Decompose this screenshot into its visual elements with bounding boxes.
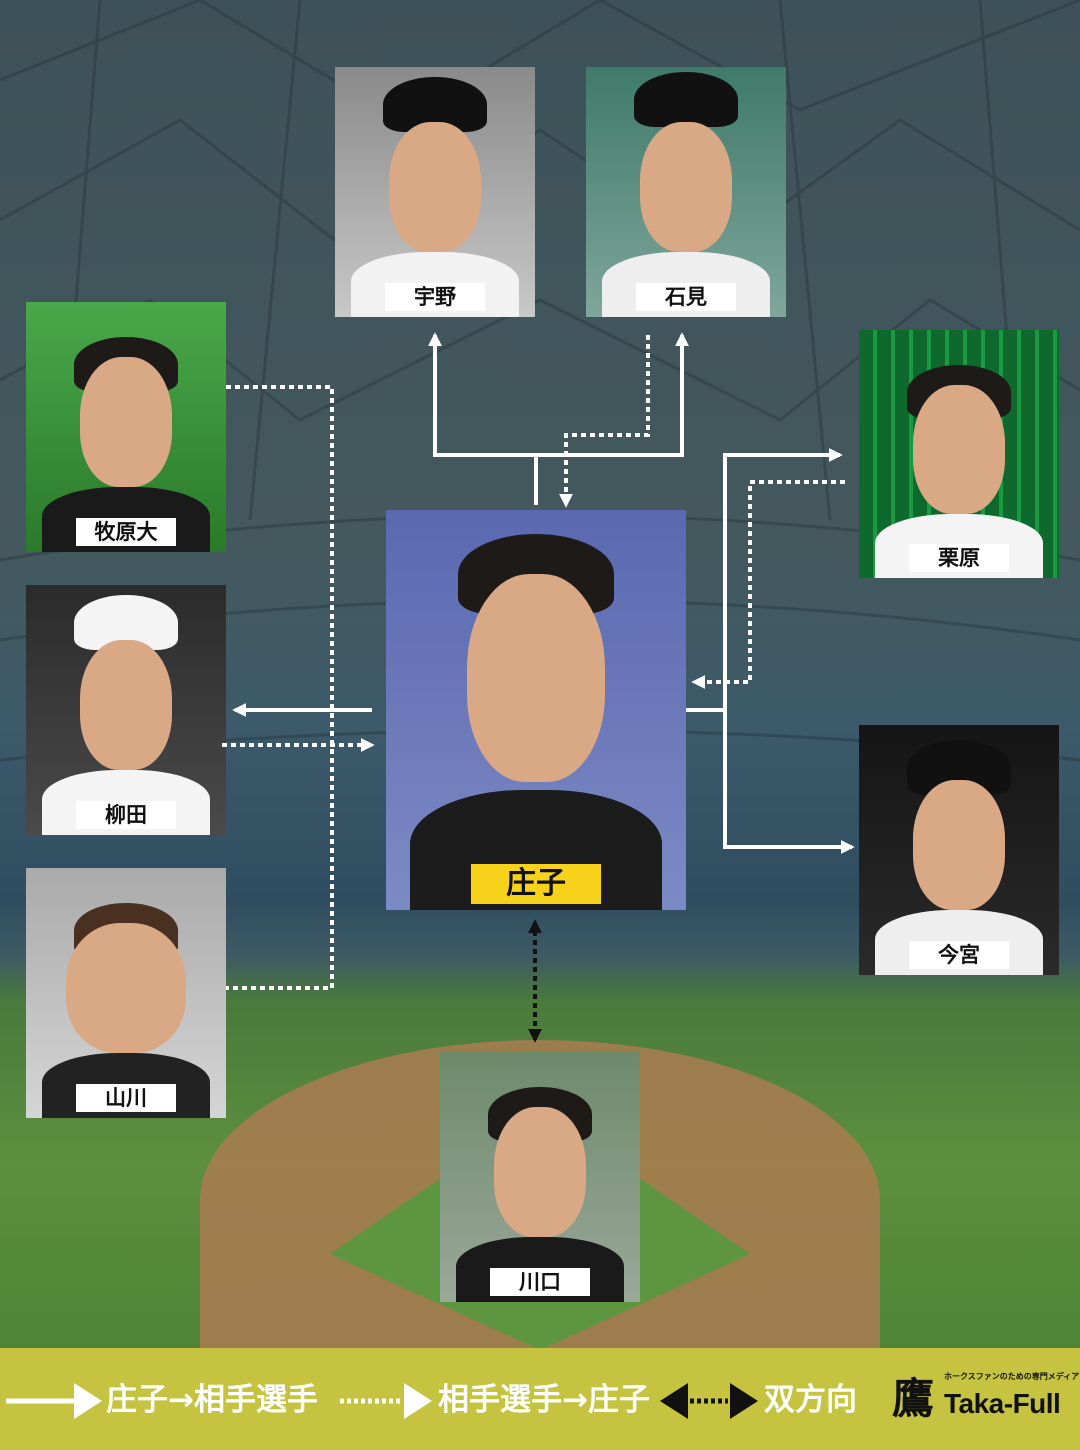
center-player-label: 庄子 (471, 864, 601, 904)
legend-dotted-label: 相手選手→庄子 (438, 1382, 650, 1418)
arrow-shoji-to-imamiya (723, 710, 855, 854)
relationship-arrows (226, 332, 855, 1043)
hawk-logo-mark: 鷹 (892, 1374, 935, 1423)
legend-symbols (6, 1383, 758, 1419)
player-label: 栗原 (909, 544, 1009, 572)
logo-tagline: ホークスファンのための専門メディア (944, 1372, 1080, 1381)
arrow-shoji-to-kurihara (686, 448, 843, 712)
player-photo-kurihara: 栗原 (859, 330, 1059, 578)
player-label: 石見 (636, 283, 736, 311)
player-photo-uno: 宇野 (335, 67, 535, 317)
arrow-makihara-yamakawa-line (226, 385, 334, 990)
arrow-ishimi-to-shoji (559, 335, 650, 508)
legend-bar (0, 1348, 1080, 1450)
legend-solid-label: 庄子→相手選手 (106, 1382, 318, 1418)
player-photo-yamakawa: 山川 (26, 868, 226, 1118)
center-player-photo: 庄子 (386, 510, 686, 910)
player-label: 今宮 (909, 941, 1009, 969)
arrow-kurihara-to-shoji (691, 480, 845, 689)
player-label: 宇野 (385, 283, 485, 311)
player-label: 山川 (76, 1084, 176, 1112)
arrow-shoji-to-uno (428, 332, 538, 505)
player-label: 牧原大 (76, 518, 176, 546)
player-photo-makihara: 牧原大 (26, 302, 226, 552)
player-label: 柳田 (76, 801, 176, 829)
player-label: 川口 (490, 1268, 590, 1296)
logo-name: Taka-Full (944, 1388, 1061, 1419)
player-photo-ishimi: 石見 (586, 67, 786, 317)
player-photo-imamiya: 今宮 (859, 725, 1059, 975)
player-photo-kawaguchi: 川口 (440, 1052, 640, 1302)
player-photo-yanagita: 柳田 (26, 585, 226, 835)
bidirectional-arrow-icon (660, 1383, 758, 1419)
arrow-shoji-to-ishimi (536, 332, 689, 457)
legend-both-label: 双方向 (764, 1382, 857, 1418)
